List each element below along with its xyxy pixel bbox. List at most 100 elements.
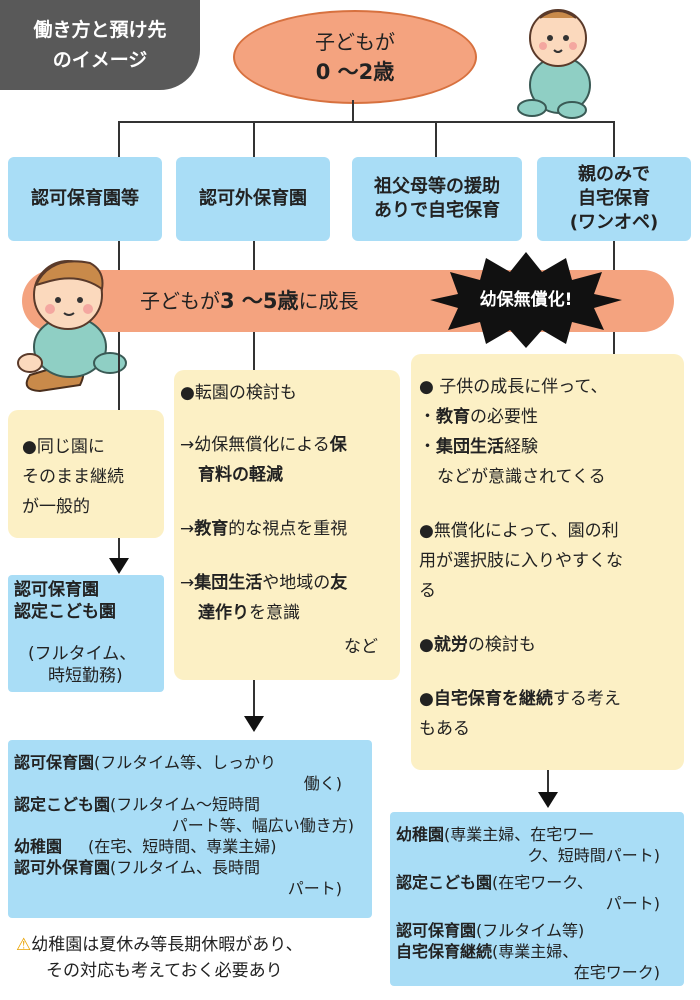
col1-note: ●同じ園に そのまま継続 が一般的: [8, 410, 164, 538]
warning-line2: その対応も考えておく必要あり: [46, 961, 283, 981]
res3-row4: 自宅保育継続(専業主婦、: [396, 941, 678, 962]
col3-l2: ・教育の必要性: [419, 402, 678, 432]
arrow-3-line: [547, 770, 549, 794]
col3-l4: などが意識されてくる: [437, 467, 606, 487]
res3-row3: 認可保育園(フルタイム等): [396, 920, 678, 941]
col3-l2a: ・: [419, 407, 436, 427]
res1-a: 認可保育園: [14, 579, 158, 601]
col2-p4: →集団生活や地域の友: [180, 568, 394, 598]
res2-r1c: 働く): [303, 774, 342, 793]
col3-l8c: の検討も: [467, 635, 536, 655]
res2-row4: 認可外保育園(フルタイム、長時間: [14, 857, 366, 878]
option-box-2: 認可外保育園: [176, 157, 330, 241]
col1-line1: ●同じ園に: [22, 437, 105, 457]
connector-2-mid: [253, 332, 255, 370]
col3-l3a: ・: [419, 437, 436, 457]
col3-l3: ・集団生活経験: [419, 432, 678, 462]
tree-drop-3: [435, 121, 437, 157]
banner-text: 子どもが3 〜5歳に成長: [140, 284, 359, 318]
res2-r3b: (在宅、短時間、専業主婦): [88, 837, 277, 856]
col2-p4-cont: 達作りを意識: [180, 598, 394, 628]
col2-p2-cont: 育料の軽減: [180, 460, 394, 490]
arrow-3-head-icon: [538, 792, 558, 808]
col2-p4f: を意識: [249, 603, 300, 623]
toddler-illustration: [17, 260, 127, 393]
option-box-1: 認可保育園等: [8, 157, 162, 241]
res1-b-text: 認定こども園: [14, 602, 116, 622]
warning-icon: ⚠: [16, 935, 32, 955]
res2-row2: 認定こども園(フルタイム〜短時間: [14, 794, 366, 815]
col3-l9: ●自宅保育を継続する考え: [419, 684, 678, 714]
col3-l8a: ●: [419, 635, 434, 655]
option-box-3: 祖父母等の援助 ありで自宅保育: [352, 157, 522, 241]
col3-l8b: 就労: [433, 635, 468, 655]
option-3-line2: ありで自宅保育: [374, 200, 500, 221]
start-line2: 0 〜2歳: [315, 60, 395, 84]
res2-row1: 認可保育園(フルタイム等、しっかり: [14, 752, 366, 773]
option-box-4: 親のみで 自宅保育 (ワンオペ): [537, 157, 691, 241]
res3-r1c: ク、短時間パート): [527, 846, 660, 865]
tree-drop-2: [253, 121, 255, 157]
title-line2: のイメージ: [52, 49, 148, 71]
option-2-line1: 認可外保育園: [199, 188, 307, 209]
banner-pre: 子どもが: [140, 289, 220, 313]
col2-p3b: 教育: [194, 519, 229, 539]
col2-p3c: 的な視点を重視: [228, 519, 348, 539]
col3-note: ● 子供の成長に伴って、 ・教育の必要性 ・集団生活経験 などが意識されてくる …: [411, 354, 684, 770]
tree-bar: [118, 121, 614, 123]
option-1-line1: 認可保育園等: [31, 188, 139, 209]
res1-b: 認定こども園: [14, 601, 158, 623]
option-4-line3: (ワンオペ): [569, 212, 659, 233]
banner-age: 3 〜5歳: [220, 289, 299, 313]
res2-r4a: 認可外保育園: [14, 858, 111, 877]
res2-r4b: (フルタイム、長時間: [110, 858, 260, 877]
connector-2-top: [253, 241, 255, 271]
res2-r4c: パート): [287, 879, 342, 898]
res2-r1b: (フルタイム等、しっかり: [94, 753, 276, 772]
tree-drop-1: [118, 121, 120, 157]
start-line1: 子どもが: [315, 30, 395, 54]
col2-p5: など: [344, 637, 378, 657]
res3-r3b: (フルタイム等): [476, 921, 585, 940]
col3-l7: る: [419, 581, 436, 601]
warning-line1: ⚠幼稚園は夏休み等長期休暇があり、: [16, 932, 376, 958]
res2-r2b: (フルタイム〜短時間: [110, 795, 260, 814]
col3-l9b: 自宅保育を継続: [433, 689, 553, 709]
res2-r1a: 認可保育園: [14, 753, 95, 772]
result-box-3: 幼稚園(専業主婦、在宅ワー ク、短時間パート) 認定こども園(在宅ワーク、 パー…: [390, 812, 684, 986]
option-4-line2: 自宅保育: [578, 188, 650, 209]
start-node: 子どもが 0 〜2歳: [233, 10, 477, 104]
arrow-1-line: [118, 538, 120, 562]
warning-line1-text: 幼稚園は夏休み等長期休暇があり、: [31, 935, 303, 955]
res3-r4a: 自宅保育継続: [396, 942, 493, 961]
arrow-2-head-icon: [244, 716, 264, 732]
res2-r2c: パート等、幅広い働き方): [171, 816, 354, 835]
res3-row1: 幼稚園(専業主婦、在宅ワー: [396, 824, 678, 845]
col3-l2c: の必要性: [470, 407, 538, 427]
burst-text: 幼保無償化!: [479, 290, 573, 310]
col2-p3: →教育的な視点を重視: [180, 514, 394, 544]
title-tab: 働き方と預け先 のイメージ: [0, 0, 200, 90]
col2-p2c: 育料の軽減: [198, 465, 283, 485]
res3-r2a: 認定こども園: [396, 873, 493, 892]
connector-4-top: [613, 241, 615, 271]
res3-r2b: (在宅ワーク、: [492, 873, 593, 892]
connector-4-mid: [613, 332, 615, 354]
res3-r2c: パート): [605, 894, 660, 913]
col2-p3a: →: [180, 519, 195, 539]
col2-p2a: →幼保無償化による: [180, 435, 330, 455]
result-box-1: 認可保育園 認定こども園 (フルタイム、 時短勤務): [8, 575, 164, 692]
col1-line3: が一般的: [22, 497, 90, 517]
res3-r4b: (専業主婦、: [492, 942, 579, 961]
res1-d: 時短勤務): [48, 666, 123, 686]
col2-note: ●転園の検討も →幼保無償化による保 育料の軽減 →教育的な視点を重視 →集団生…: [174, 370, 400, 680]
baby-illustration: [517, 9, 591, 119]
tree-stem: [352, 100, 354, 122]
burst-shape: [430, 252, 622, 348]
tree-drop-4: [613, 121, 615, 157]
res2-row3: 幼稚園(在宅、短時間、専業主婦): [14, 836, 366, 857]
col3-l9c: する考え: [552, 689, 621, 709]
res1-c: (フルタイム、: [28, 644, 137, 664]
warning-note: ⚠幼稚園は夏休み等長期休暇があり、 その対応も考えておく必要あり: [16, 932, 376, 984]
res1-a-text: 認可保育園: [14, 580, 99, 600]
